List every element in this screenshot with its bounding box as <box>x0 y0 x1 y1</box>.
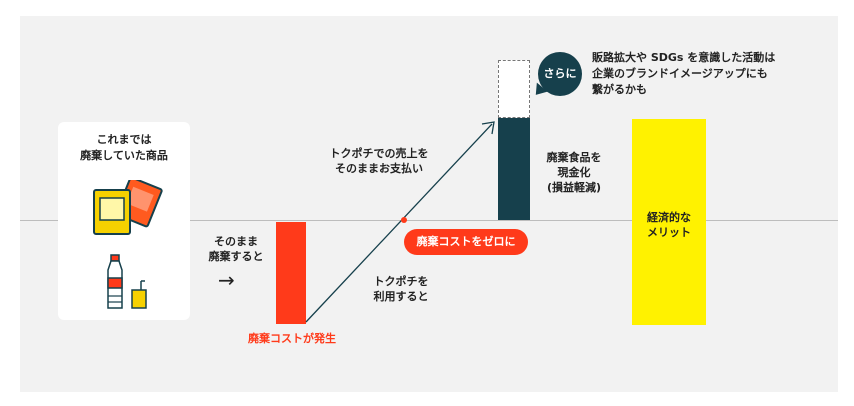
further-benefit-text: 販路拡大や SDGs を意識した活動は 企業のブランドイメージアップにも 繋がる… <box>592 51 776 96</box>
discard-flow-label: そのまま 廃棄すると <box>208 235 264 263</box>
cash-conversion-bar <box>498 118 530 220</box>
discard-cost-bar <box>276 222 306 324</box>
right-arrow-icon: → <box>218 268 235 292</box>
diagonal-arrow-icon <box>305 121 495 323</box>
plastic-bottle-icon <box>107 254 123 309</box>
zero-cost-badge: 廃棄コストをゼロに <box>404 229 528 255</box>
economic-merit-label: 経済的な メリット <box>647 211 691 239</box>
discard-cost-label: 廃棄コストが発生 <box>248 332 336 345</box>
cash-conversion-label: 廃棄食品を 現金化 (損益軽減) <box>546 151 602 194</box>
economic-merit-bar <box>632 119 706 325</box>
diagram-canvas: これまでは 廃棄していた商品 そのまま 廃棄すると → 廃棄コストが発生 トクポ… <box>20 16 838 392</box>
baseline <box>20 220 838 221</box>
source-products-title: これまでは 廃棄していた商品 <box>80 133 168 162</box>
source-products-card: これまでは 廃棄していた商品 <box>58 122 190 320</box>
food-bag-icon <box>93 180 163 235</box>
further-bubble: さらに <box>538 52 582 96</box>
juice-cup-icon <box>131 280 147 309</box>
sales-payment-label: トクポチでの売上を そのままお支払い <box>329 147 429 175</box>
use-tokupochi-label: トクポチを 利用すると <box>373 275 429 303</box>
brand-value-dashed-bar <box>498 60 530 118</box>
